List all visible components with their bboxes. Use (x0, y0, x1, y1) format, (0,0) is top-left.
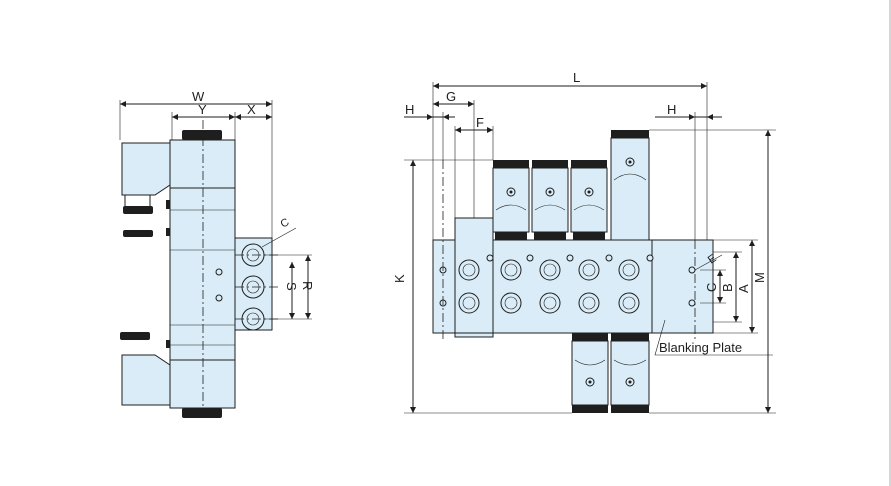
front-view: L G H F H K M A (392, 70, 776, 414)
dim-H-left-label: H (405, 102, 414, 117)
top-valve-2 (531, 160, 569, 240)
dim-H-right-label: H (667, 102, 676, 117)
side-top-coil-nut (123, 206, 153, 214)
dim-X-label: X (247, 102, 256, 117)
side-top-cap (182, 130, 222, 140)
dim-Y-label: Y (198, 102, 207, 117)
dim-circle-label: C (279, 216, 292, 230)
callout-blanking-plate: Blanking Plate (659, 340, 742, 355)
dim-R-label: R (300, 281, 315, 290)
dim-F-label: F (476, 115, 484, 130)
dim-L-label: L (573, 70, 580, 85)
dim-K-label: K (392, 274, 407, 283)
top-valve-3 (570, 160, 608, 240)
dim-M-label: M (752, 272, 767, 283)
side-view: W Y X S R C (119, 89, 315, 420)
dim-A-label: A (736, 284, 751, 293)
page-right-border (889, 0, 891, 486)
dim-W-label: W (192, 89, 205, 104)
top-valve-4 (610, 130, 650, 241)
side-bottom-coil-nut (120, 332, 150, 340)
side-top-coil-nut-2 (123, 230, 153, 237)
side-bottom-actuator (169, 359, 236, 409)
bottom-valve-1 (571, 333, 609, 413)
side-bottom-cap (182, 408, 222, 418)
side-bottom-coil (121, 354, 171, 406)
top-valve-1 (492, 160, 530, 240)
dim-C-label: C (704, 283, 719, 292)
bottom-valve-2 (610, 333, 650, 413)
dim-B-label: B (720, 283, 735, 292)
dim-S-label: S (284, 282, 299, 291)
side-top-actuator (169, 139, 236, 189)
side-top-coil (121, 142, 171, 196)
manifold-ports (439, 254, 696, 314)
dim-G-label: G (446, 89, 456, 104)
manifold-base-foot (454, 332, 494, 338)
side-valve-body (169, 187, 236, 361)
manifold-end-right (651, 239, 714, 334)
